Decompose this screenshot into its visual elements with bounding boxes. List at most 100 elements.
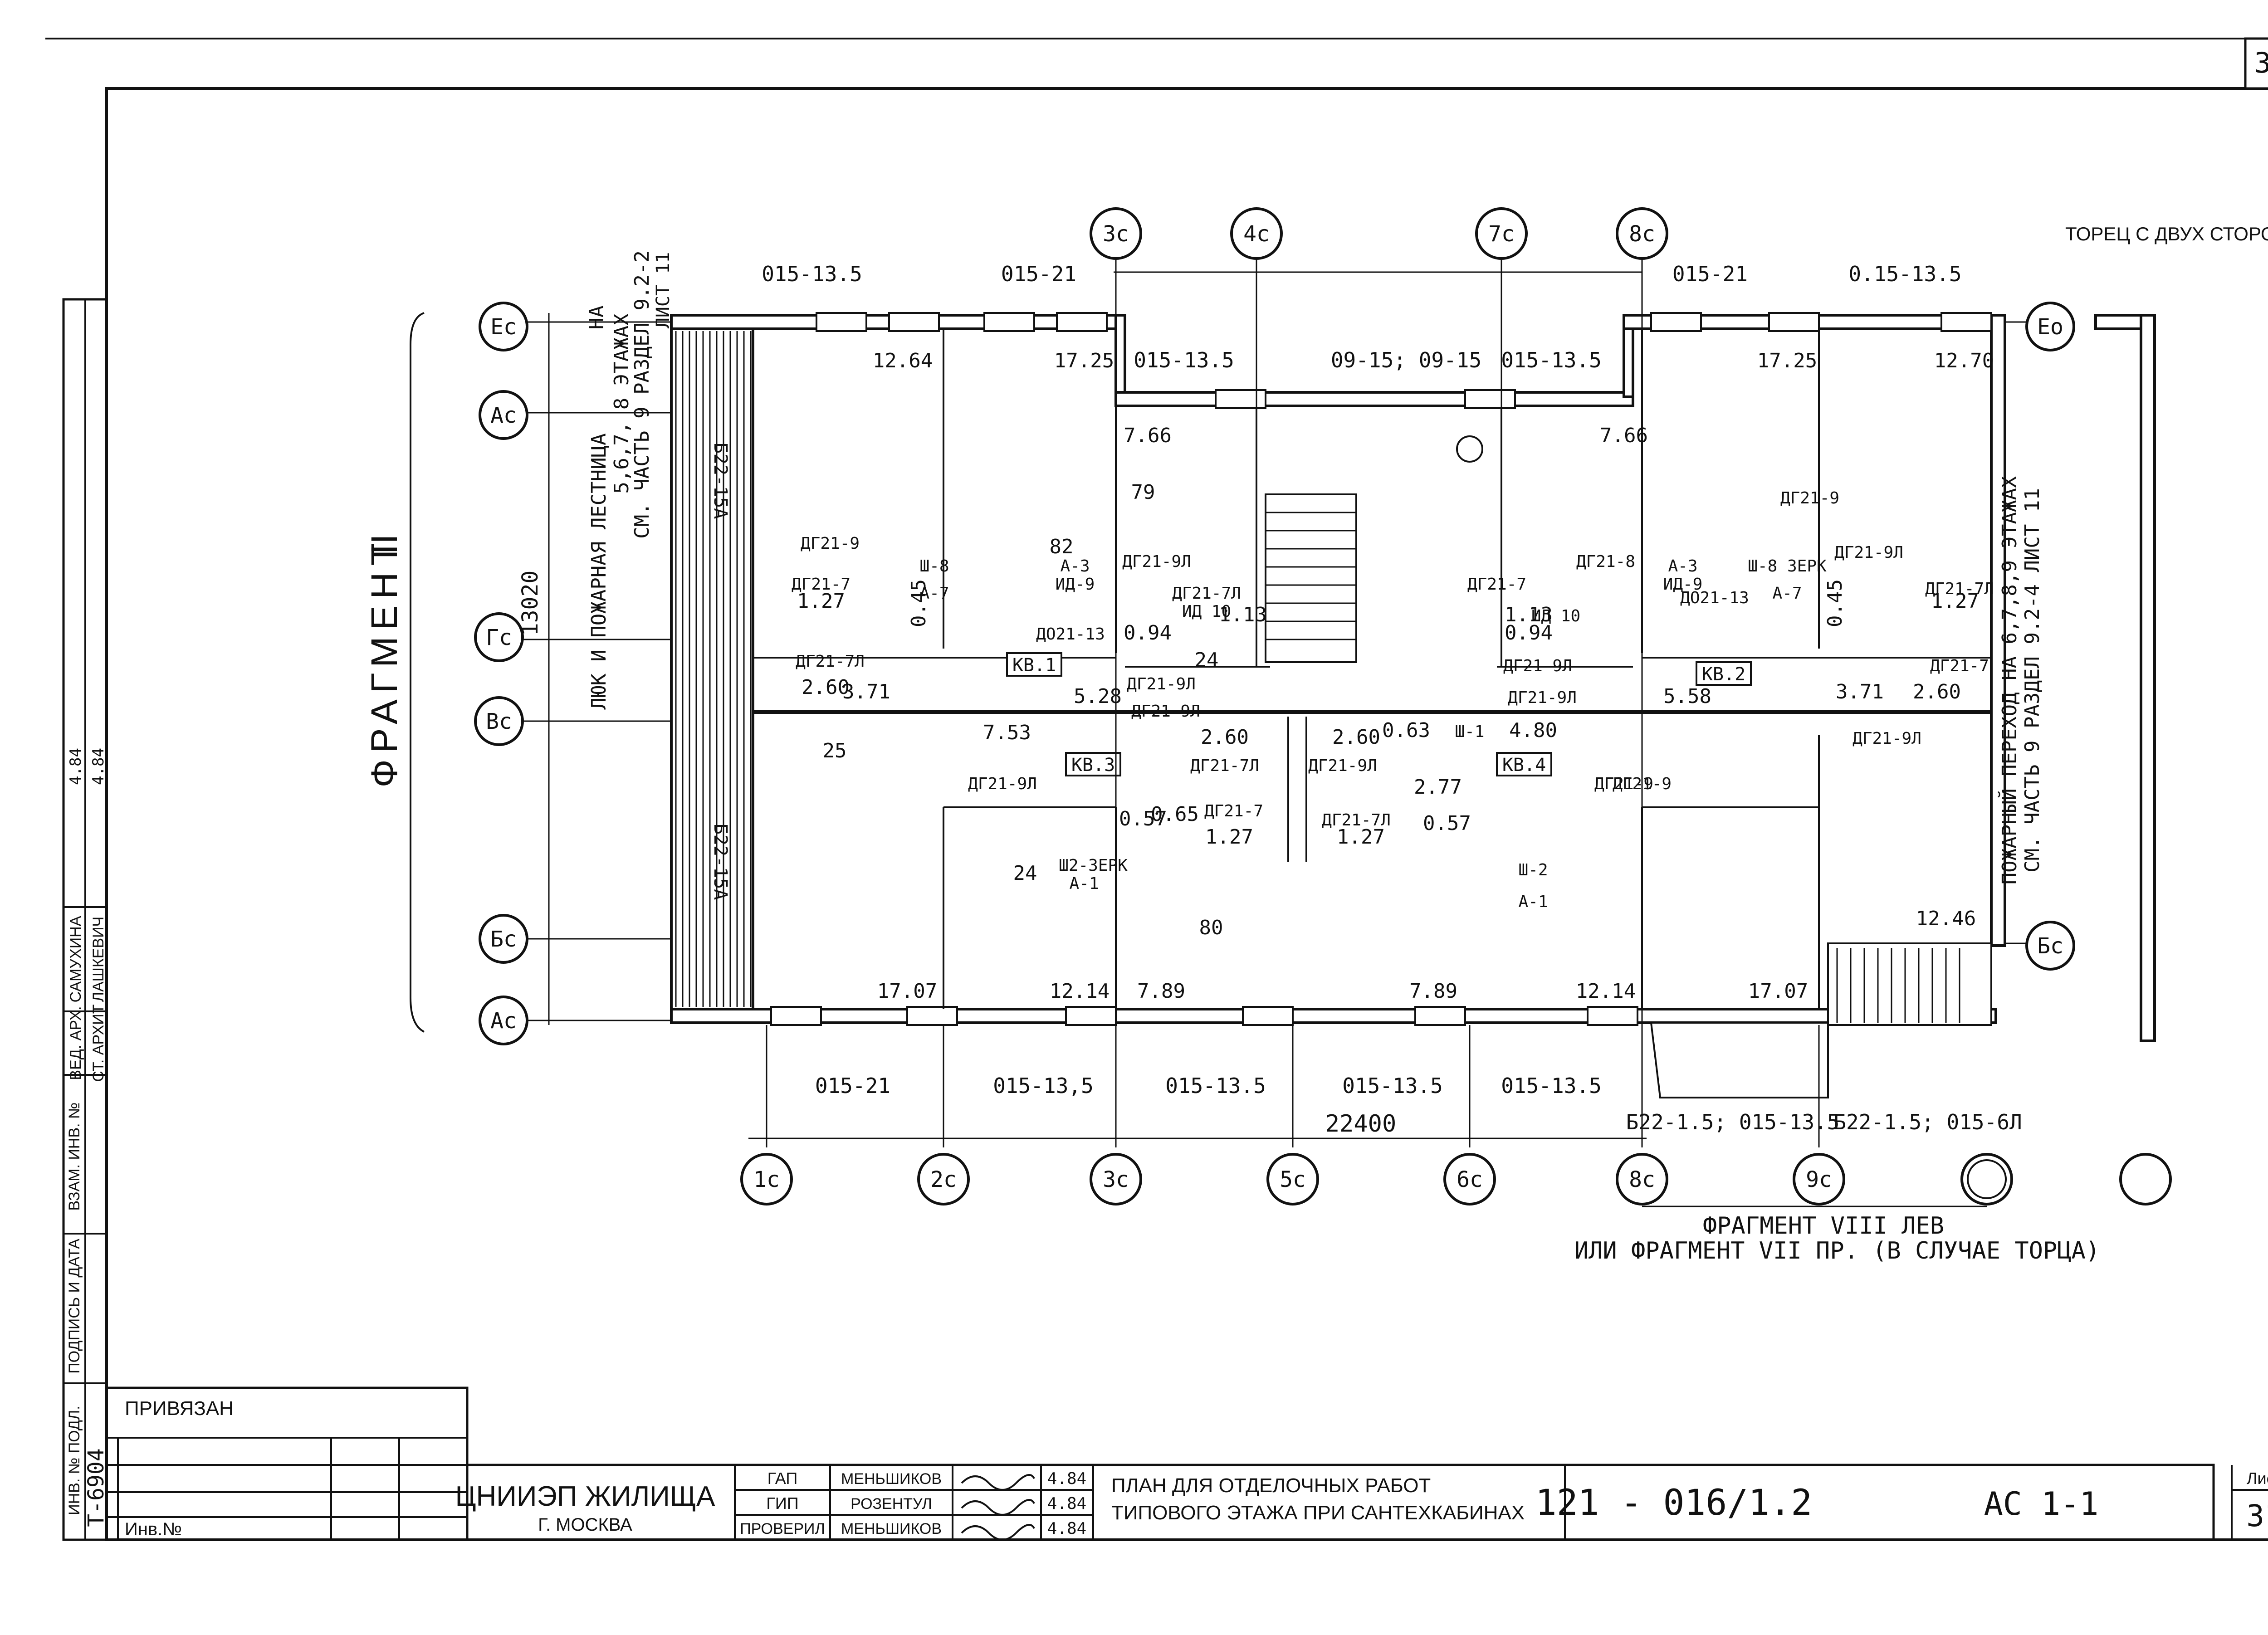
room-area: 12.14: [1050, 980, 1110, 1003]
apartment-label: КВ.3: [1071, 755, 1115, 776]
stamp-label: ВЗАМ. ИНВ. №: [66, 1102, 83, 1210]
door-mark: ДГ21-9Л: [1834, 543, 1903, 562]
window-mark: 015-13.5: [1134, 348, 1234, 372]
room-area: 0.94: [1505, 621, 1553, 644]
room-area: 0.45: [1823, 579, 1847, 627]
stamp-inv-no: Т-6904: [83, 1448, 109, 1527]
stamp-label: ПОДПИСЬ И ДАТА: [66, 1239, 83, 1374]
room-area: 4.80: [1509, 719, 1557, 742]
room-area: 1.27: [797, 590, 845, 613]
sheet-label: Лист: [2247, 1469, 2268, 1488]
door-mark: ДГ21-8: [1576, 552, 1635, 571]
end-note: ТОРЕЦ С ДВУХ СТОРОН: [2065, 223, 2268, 244]
signer-name: МЕНЬШИКОВ: [841, 1470, 942, 1488]
misc-number: 82: [1050, 535, 1074, 558]
axis-markers-top: 3с 4с 7с 8с: [1090, 207, 1668, 260]
door-mark: ДГ21-7Л: [1172, 584, 1241, 603]
axis-label: 2с: [930, 1167, 957, 1192]
apartment-labels: КВ.1 КВ.2 КВ.3 КВ.4: [1006, 652, 1752, 776]
misc-number: 79: [1131, 481, 1155, 504]
signature-mark: [961, 1524, 1035, 1541]
room-area: 0.57: [1119, 807, 1167, 830]
dim-vertical: 13020: [518, 571, 543, 636]
window-mark: 015-21: [815, 1074, 890, 1098]
cabinet-mark: Ш2-ЗЕРК: [1059, 856, 1128, 875]
room-area: 0.57: [1423, 812, 1471, 835]
room-area: 1.27: [1931, 590, 1979, 613]
room-area: 1.27: [1205, 825, 1253, 849]
sheet-number: 31: [2246, 1498, 2268, 1533]
dim-overall: 22400: [1325, 1110, 1397, 1137]
room-area: 5.28: [1074, 685, 1122, 708]
door-mark: ДГ21-9Л: [1853, 729, 1921, 748]
apartment-label: КВ.1: [1012, 655, 1056, 676]
cabinet-mark: А-7: [919, 584, 949, 603]
door-mark: ДГ21-7: [1930, 657, 1989, 675]
door-mark: ДГ21-7Л: [1322, 811, 1391, 830]
room-areas: 12.64 17.25 17.25 12.70 7.66 7.66 3.71 5…: [797, 349, 1994, 1003]
room-area: 1.13: [1219, 603, 1267, 626]
door-mark: ДГ21-9Л: [1122, 552, 1191, 571]
axis-markers-left: Ес Ас Гс Вс Бс Ас: [474, 302, 528, 1045]
room-area: 7.53: [983, 721, 1031, 744]
window-mark: Б22-1.5; 015-6Л: [1833, 1110, 2022, 1134]
org-name: ЦНИИЭП ЖИЛИЩА: [455, 1481, 715, 1512]
window-mark: 015-13.5: [1165, 1074, 1266, 1098]
stamp-name: ЛАШКЕВИЧ: [90, 917, 107, 1002]
stair-mark: Б22-15А: [710, 443, 731, 519]
cabinet-mark: ИД 10: [1182, 602, 1231, 621]
room-area: 12.14: [1576, 980, 1636, 1003]
door-mark: ДГ21-7Л: [1190, 756, 1259, 775]
signer-name: РОЗЕНТУЛ: [850, 1495, 932, 1513]
door-mark: ДГ21-9: [801, 534, 860, 553]
room-area: 7.89: [1137, 980, 1185, 1003]
room-area: 12.46: [1916, 907, 1976, 930]
door-mark: ДГ21-9Л: [968, 775, 1037, 793]
sign-date: 4.84: [1047, 1494, 1087, 1513]
corner-number: 32: [2254, 46, 2268, 79]
window-mark: Б22-1.5; 015-13.5: [1626, 1110, 1840, 1134]
svg-text:ИЛИ ФРАГМЕНТ VII ПР. (В СЛУЧАЕ: ИЛИ ФРАГМЕНТ VII ПР. (В СЛУЧАЕ ТОРЦА): [1574, 1237, 2100, 1264]
axis-label: 5с: [1280, 1167, 1306, 1192]
cabinet-mark: А-3: [1668, 557, 1697, 576]
axis-label: Бс: [2037, 933, 2063, 959]
room-area: 0.94: [1124, 621, 1172, 644]
axis-label: 7с: [1488, 221, 1515, 247]
room-area: 12.70: [1934, 349, 1994, 372]
room-area: 3.71: [842, 680, 890, 703]
door-mark: ДГ21-7Л: [1925, 580, 1994, 598]
room-area: 2.60: [1913, 680, 1961, 703]
fragment-reference: ФРАГМЕНТ VIII ЛЕВ ИЛИ ФРАГМЕНТ VII ПР. (…: [1574, 1212, 2100, 1264]
apartment-label: КВ.2: [1702, 664, 1745, 685]
room-area: 7.66: [1124, 424, 1172, 447]
misc-number: 24: [1013, 862, 1037, 885]
signer-name: МЕНЬШИКОВ: [841, 1520, 942, 1537]
org-city: Г. МОСКВА: [538, 1515, 632, 1535]
axis-markers-bottom: 1с 2с 3с 5с 6с 8с 9с: [740, 1153, 2172, 1206]
window-mark: 015-13,5: [993, 1074, 1094, 1098]
cabinet-mark: А-3: [1060, 557, 1090, 576]
room-area: 1.13: [1505, 603, 1553, 626]
stamp-name: САМУХИНА: [67, 916, 84, 1002]
axis-label: Ес: [490, 314, 517, 340]
drawing-title-line1: ПЛАН ДЛЯ ОТДЕЛОЧНЫХ РАБОТ: [1111, 1474, 1431, 1497]
door-mark: ДГ21-9: [1594, 775, 1653, 793]
axis-label: 3с: [1103, 1167, 1129, 1192]
axis-label: 4с: [1243, 221, 1270, 247]
stamp-label: ИНВ. № ПОДЛ.: [66, 1406, 83, 1515]
door-mark: ДГ21-9Л: [1508, 688, 1577, 707]
drawing-mark: АС 1-1: [1984, 1485, 2099, 1523]
title-block: ПРИВЯЗАН Инв.№ ЦНИИЭП ЖИЛИЩА Г. МОСКВА Г…: [105, 1386, 2268, 1541]
axis-label: 6с: [1457, 1167, 1483, 1192]
sign-date: 4.84: [1047, 1469, 1087, 1488]
axis-label: Ас: [490, 403, 517, 428]
room-area: 17.25: [1054, 349, 1114, 372]
cabinet-mark: А-7: [1772, 584, 1802, 603]
apartment-label: КВ.4: [1502, 755, 1546, 776]
project-code: 121 - 016/1.2: [1535, 1483, 1812, 1523]
door-marks: ДГ21-9 ДГ21-7 ДГ21-7Л ДО21-13 ДГ21-9Л ДГ…: [792, 489, 1994, 830]
axis-label: Вс: [486, 709, 512, 734]
stair-note: НА ЛЮК И ПОЖАРНАЯ ЛЕСТНИЦА 5,6,7, 8 ЭТАЖ…: [585, 250, 674, 710]
window-mark: 015-13.5: [762, 262, 862, 286]
